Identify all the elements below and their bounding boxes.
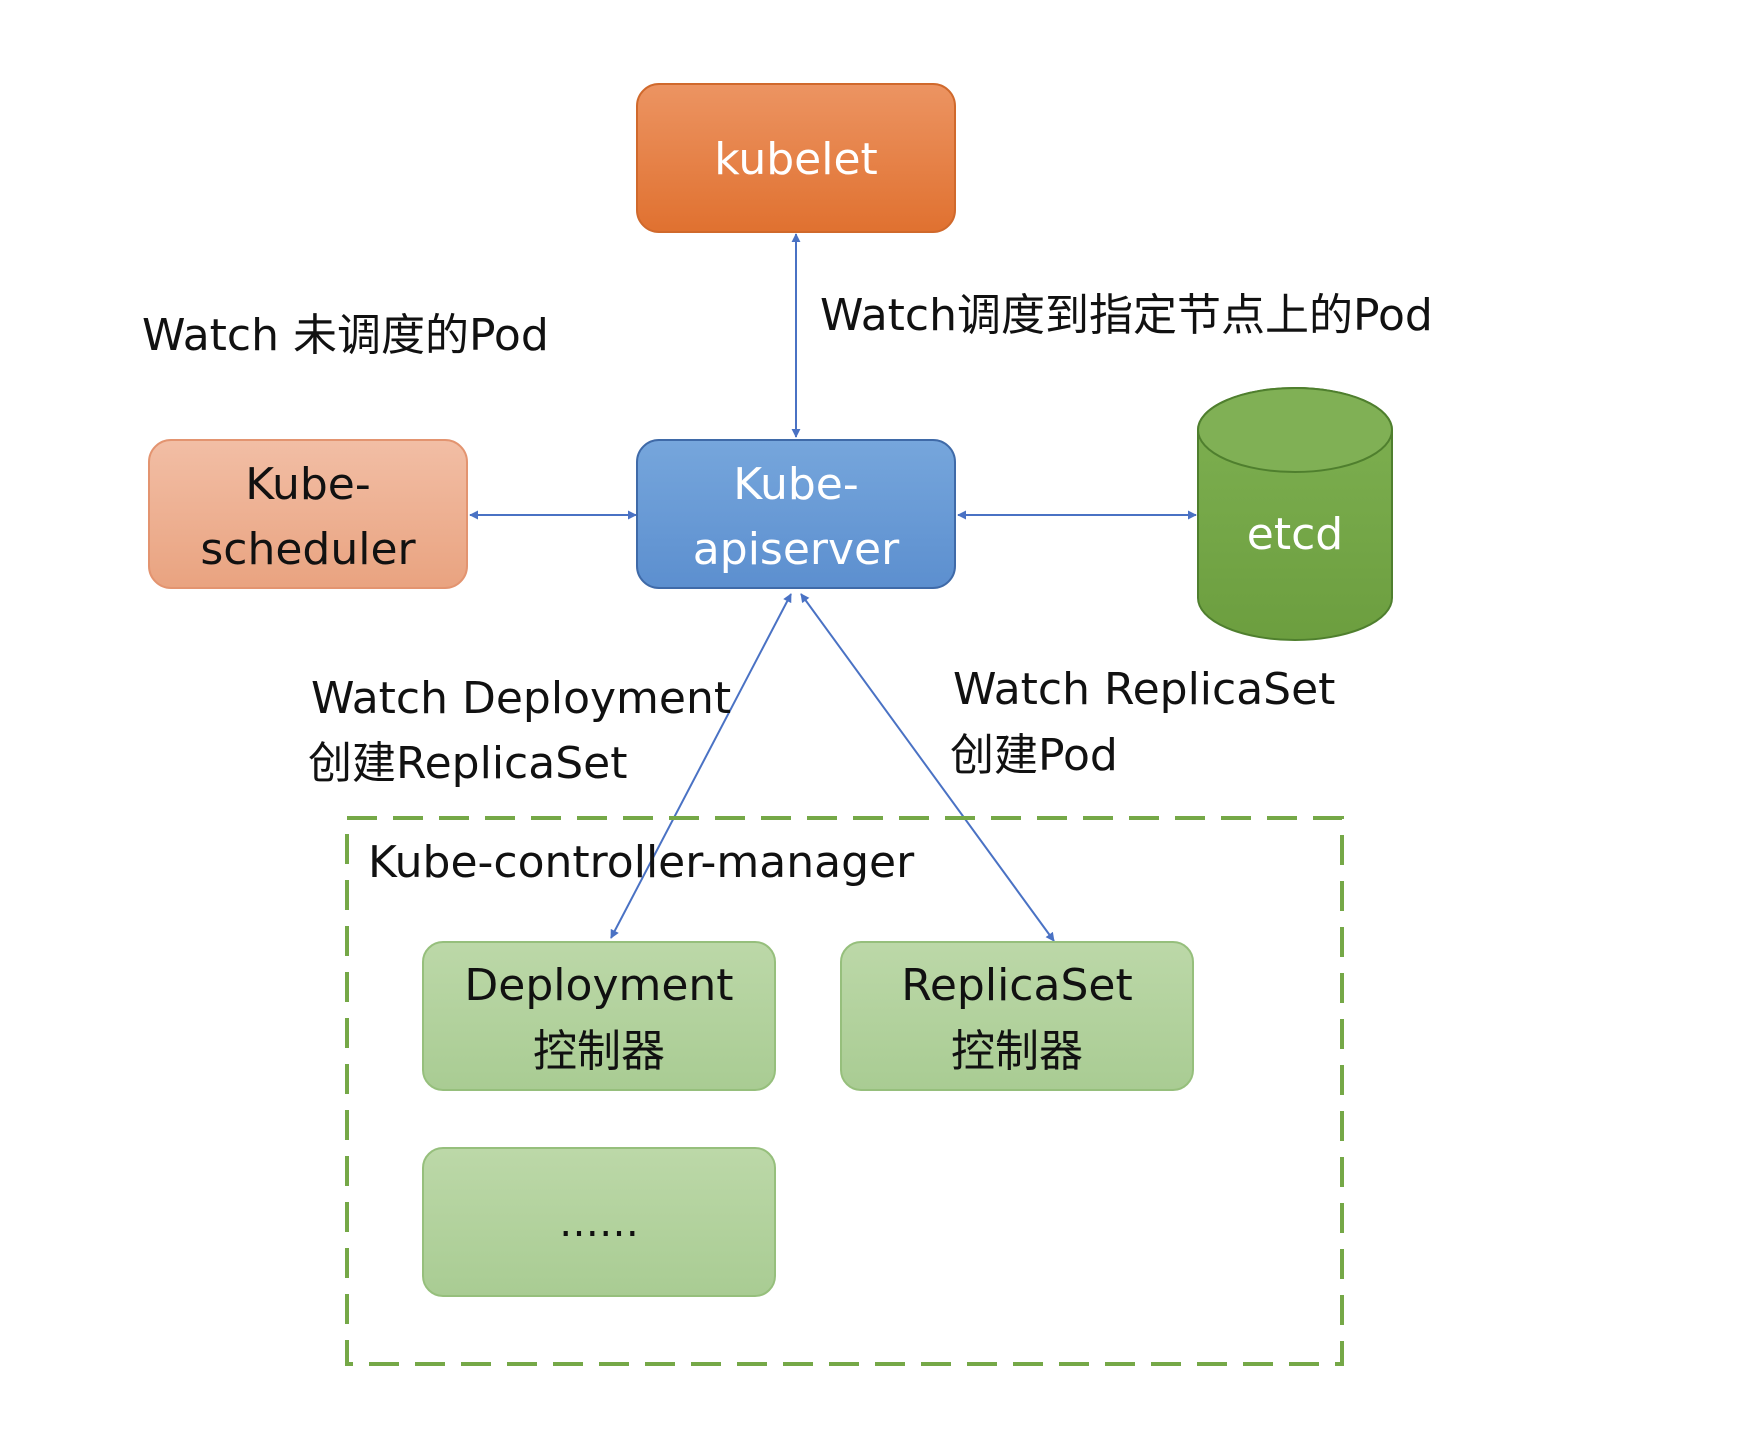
deployment-watch-label-line1: Watch Deployment: [311, 673, 731, 724]
apiserver-deployment-arrow: [610, 593, 792, 939]
apiserver-label-line1: Kube-: [733, 459, 858, 510]
deployment-controller-box: [422, 941, 776, 1091]
scheduler-label-line1: Kube-: [245, 459, 370, 510]
kubelet-label: kubelet: [714, 134, 878, 185]
apiserver-replicaset-arrow: [800, 593, 1055, 942]
deployment-controller-label-line2: 控制器: [533, 1026, 665, 1077]
etcd-cylinder-top: [1197, 387, 1393, 473]
replicaset-controller-label-line2: 控制器: [951, 1026, 1083, 1077]
kubelet-box: [636, 83, 956, 233]
replicaset-watch-label-line1: Watch ReplicaSet: [953, 664, 1335, 715]
replicaset-controller-box: [840, 941, 1194, 1091]
replicaset-watch-label-line2: 创建Pod: [950, 730, 1118, 781]
scheduler-label-line2: scheduler: [200, 524, 416, 575]
apiserver-node: Kube- apiserver: [636, 439, 956, 589]
controller-manager-label: Kube-controller-manager: [368, 837, 915, 888]
apiserver-label-line2: apiserver: [693, 524, 900, 575]
controller-manager-border: [345, 816, 1344, 1366]
apiserver-box: [636, 439, 956, 589]
deployment-controller-label-line1: Deployment: [464, 960, 733, 1011]
scheduler-box: [148, 439, 468, 589]
kubelet-watch-label: Watch调度到指定节点上的Pod: [820, 290, 1433, 341]
scheduler-node: Kube- scheduler: [148, 439, 468, 589]
replicaset-controller-label-line1: ReplicaSet: [901, 960, 1132, 1011]
more-controllers-label: ……: [559, 1200, 639, 1246]
deployment-watch-label-line2: 创建ReplicaSet: [308, 738, 627, 789]
kubelet-node: kubelet: [636, 83, 956, 233]
more-controllers-box: [422, 1147, 776, 1297]
more-controllers-node: ……: [422, 1147, 776, 1297]
connectors: [469, 233, 1197, 942]
deployment-controller-node: Deployment 控制器: [422, 941, 776, 1091]
controller-manager-group: Kube-controller-manager: [345, 816, 1344, 1366]
scheduler-watch-label: Watch 未调度的Pod: [142, 310, 549, 361]
etcd-label: etcd: [1247, 509, 1343, 560]
replicaset-controller-node: ReplicaSet 控制器: [840, 941, 1194, 1091]
etcd-node: etcd: [1197, 387, 1393, 641]
